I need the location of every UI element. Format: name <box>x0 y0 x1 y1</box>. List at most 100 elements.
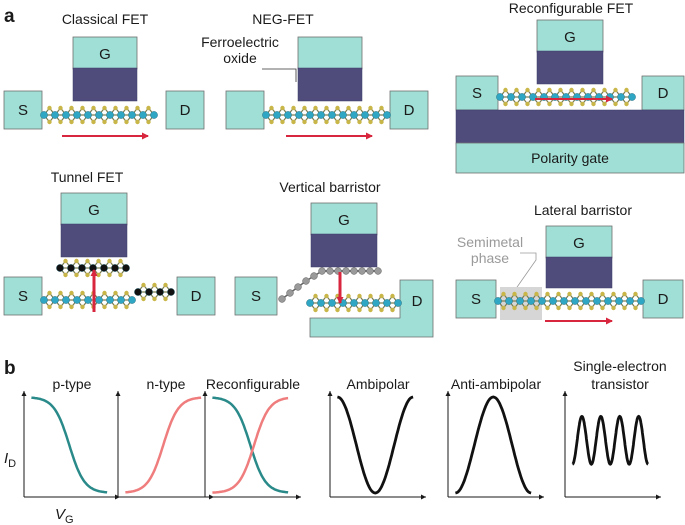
sulfur-atom <box>558 87 563 93</box>
drain-electrode <box>309 279 434 338</box>
sulfur-atom <box>102 119 107 125</box>
classical-fet-title: Classical FET <box>62 11 149 27</box>
sulfur-atom <box>379 293 384 299</box>
sulfur-atom <box>269 105 274 111</box>
sulfur-atom <box>368 119 373 125</box>
panel-b-label: b <box>4 358 16 379</box>
drain-electrode <box>641 75 685 111</box>
vertical-barristor-diagram: Vertical barristor G S D <box>234 179 434 338</box>
sulfur-atom <box>107 272 112 278</box>
sulfur-atom <box>558 101 563 107</box>
drain-label: D <box>412 293 423 310</box>
sulfur-atom <box>547 87 552 93</box>
sulfur-atom <box>357 293 362 299</box>
sulfur-atom <box>69 290 74 296</box>
sulfur-atom <box>335 119 340 125</box>
classical-fet-diagram: Classical FET G S D <box>3 11 205 140</box>
sulfur-atom <box>163 296 168 302</box>
source-electrode <box>455 75 499 111</box>
metal-atom <box>628 93 636 101</box>
carbon-atom <box>286 289 294 297</box>
metal-atom <box>615 297 623 305</box>
metal-atom <box>518 93 526 101</box>
sulfur-atom <box>102 304 107 310</box>
metal-atom <box>593 297 601 305</box>
sulfur-atom <box>622 291 627 297</box>
gate-oxide <box>60 223 128 258</box>
oxide-pointer-line <box>262 68 297 82</box>
metal-atom <box>383 111 391 119</box>
sulfur-atom <box>63 258 68 264</box>
sulfur-atom <box>113 105 118 111</box>
gate-electrode <box>72 36 138 70</box>
gate-label: G <box>564 29 576 46</box>
sulfur-atom <box>146 119 151 125</box>
source-electrode <box>3 276 43 316</box>
gate-oxide <box>536 50 604 85</box>
sulfur-atom <box>58 304 63 310</box>
plot-title: Single-electron <box>573 358 666 374</box>
metal-atom <box>571 297 579 305</box>
sulfur-atom <box>567 291 572 297</box>
sulfur-atom <box>534 305 539 311</box>
sulfur-atom <box>368 307 373 313</box>
polarity-gate-label: Polarity gate <box>531 150 609 166</box>
plot-title: Anti-ambipolar <box>451 376 542 392</box>
transfer-plot: p-type <box>21 376 120 500</box>
sulfur-atom <box>622 305 627 311</box>
metal-atom <box>111 264 119 272</box>
sulfur-atom <box>324 307 329 313</box>
metal-atom <box>134 288 142 296</box>
sulfur-atom <box>74 272 79 278</box>
mos2-channel <box>306 293 402 313</box>
sulfur-atom <box>113 290 118 296</box>
sulfur-atom <box>613 101 618 107</box>
sulfur-atom <box>118 272 123 278</box>
sulfur-atom <box>80 290 85 296</box>
metal-atom <box>328 299 336 307</box>
sulfur-atom <box>152 282 157 288</box>
sulfur-atom <box>335 307 340 313</box>
sulfur-atom <box>569 101 574 107</box>
carbon-atom <box>294 283 302 291</box>
metal-atom <box>306 299 314 307</box>
metal-atom <box>73 296 81 304</box>
mos2-channel <box>496 87 636 107</box>
lateral-barristor-diagram: Lateral barristor G Semimetal phase S D <box>455 202 684 325</box>
sulfur-atom <box>313 307 318 313</box>
metal-atom <box>73 111 81 119</box>
transfer-curve <box>337 395 414 495</box>
sulfur-atom <box>514 87 519 93</box>
metal-atom <box>262 111 270 119</box>
sulfur-atom <box>47 105 52 111</box>
gate-oxide <box>72 67 138 102</box>
metal-atom <box>51 111 59 119</box>
connecting-channel <box>134 282 175 302</box>
y-axis-label: ID <box>4 450 16 470</box>
sulfur-atom <box>591 101 596 107</box>
sulfur-atom <box>346 307 351 313</box>
panel-a-label: a <box>4 6 15 27</box>
metal-atom <box>150 111 158 119</box>
sulfur-atom <box>379 307 384 313</box>
gate-electrode <box>536 19 604 53</box>
metal-atom <box>626 297 634 305</box>
sulfur-atom <box>107 258 112 264</box>
sulfur-atom <box>69 105 74 111</box>
carbon-atom <box>342 267 350 275</box>
sulfur-atom <box>102 105 107 111</box>
transfer-curve <box>455 395 532 495</box>
metal-atom <box>128 296 136 304</box>
carbon-atom <box>366 267 374 275</box>
carbon-atom <box>318 267 326 275</box>
transfer-plot: Ambipolar <box>327 376 426 500</box>
x-axis-label: VG <box>55 506 74 525</box>
sulfur-atom <box>523 305 528 311</box>
sulfur-atom <box>113 304 118 310</box>
carbon-atom <box>310 272 318 280</box>
transfer-curve <box>212 396 289 494</box>
sulfur-atom <box>313 105 318 111</box>
carbon-atom <box>374 267 382 275</box>
metal-atom <box>538 297 546 305</box>
